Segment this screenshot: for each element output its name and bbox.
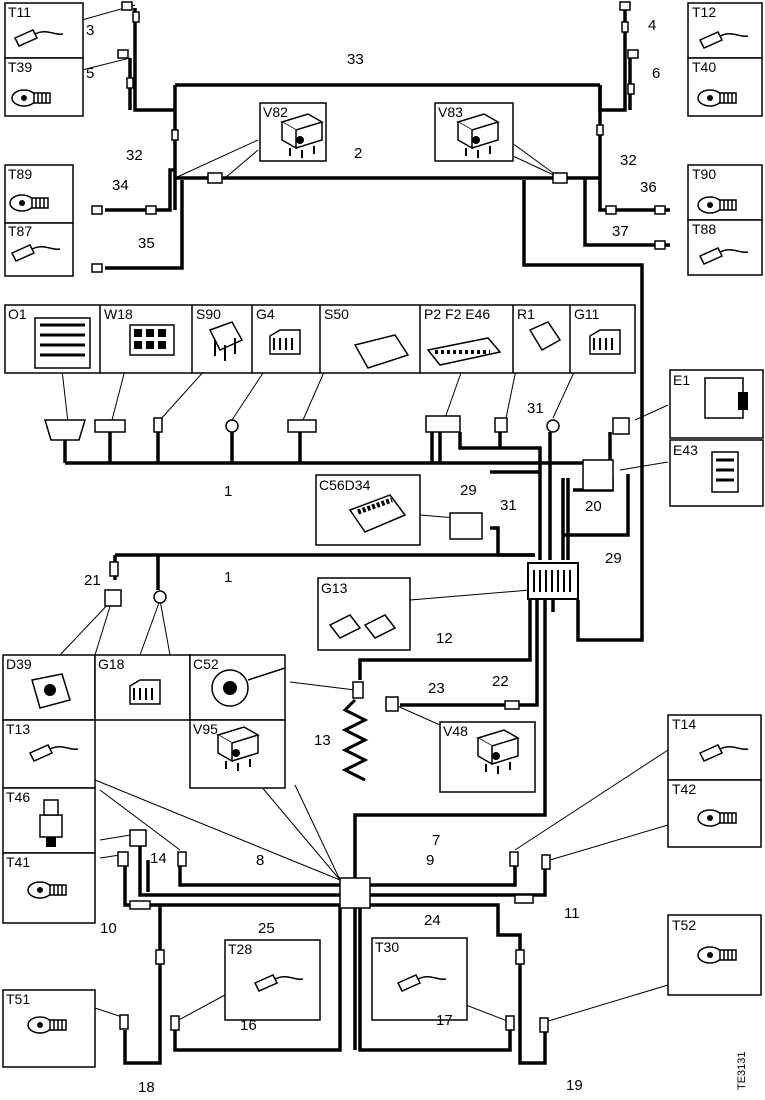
label-g4: G4 <box>256 306 275 322</box>
g13-connector-block <box>527 562 579 600</box>
cable-1-lower: 1 <box>224 569 232 586</box>
cable-36: 36 <box>640 179 657 196</box>
panel-dividers <box>99 305 571 373</box>
label-t52: T52 <box>672 917 696 933</box>
label-t30: T30 <box>375 939 399 955</box>
drawing-id: TE3131 <box>736 1051 748 1090</box>
cable-31-upper: 31 <box>527 400 544 417</box>
cable-11: 11 <box>564 905 580 922</box>
wiring-harness <box>63 8 670 1065</box>
label-t46: T46 <box>6 789 30 805</box>
cable-23: 23 <box>428 680 445 697</box>
cable-32-left: 32 <box>126 147 143 164</box>
cable-4: 4 <box>648 17 656 34</box>
label-t41: T41 <box>6 854 30 870</box>
cable-24: 24 <box>424 912 441 929</box>
cable-17: 17 <box>436 1012 453 1029</box>
label-s50: S50 <box>324 306 349 322</box>
label-t13: T13 <box>6 721 30 737</box>
label-v95: V95 <box>193 721 218 737</box>
component-pictures <box>9 29 749 1034</box>
cable-31-lower: 31 <box>500 497 517 514</box>
cable-22: 22 <box>492 673 509 690</box>
label-v48: V48 <box>443 723 468 739</box>
cable-1-upper: 1 <box>224 483 232 500</box>
cable-numbers: 3 5 4 6 33 2 32 32 34 35 36 37 1 29 31 3… <box>84 17 660 1096</box>
label-e43: E43 <box>673 442 698 458</box>
cable-5: 5 <box>86 65 94 82</box>
label-t87: T87 <box>8 223 32 239</box>
label-t14: T14 <box>672 716 696 732</box>
label-t89: T89 <box>8 166 32 182</box>
label-t11: T11 <box>8 4 31 20</box>
label-t42: T42 <box>672 781 696 797</box>
component-labels: T11 T39 T12 T40 T89 T87 T90 T88 V82 V83 … <box>6 4 716 1007</box>
cable-16: 16 <box>240 1017 257 1034</box>
cable-7: 7 <box>432 832 440 849</box>
cable-34: 34 <box>112 177 129 194</box>
label-t12: T12 <box>692 4 716 20</box>
cable-19: 19 <box>566 1077 583 1094</box>
cable-37: 37 <box>612 223 629 240</box>
label-g11: G11 <box>574 306 600 322</box>
cable-35: 35 <box>138 235 155 252</box>
label-v82: V82 <box>263 104 288 120</box>
label-c52: C52 <box>193 656 219 672</box>
leader-lines <box>59 4 669 1023</box>
cable-2: 2 <box>354 145 362 162</box>
cable-8: 8 <box>256 852 264 869</box>
cable-6: 6 <box>652 65 660 82</box>
label-v83: V83 <box>438 104 463 120</box>
cable-21: 21 <box>84 572 101 589</box>
label-e1: E1 <box>673 372 690 388</box>
label-c56d34: C56D34 <box>319 477 371 493</box>
label-t88: T88 <box>692 221 716 237</box>
cable-29-lower: 29 <box>605 550 622 567</box>
label-s90: S90 <box>196 306 221 322</box>
label-g13: G13 <box>321 580 348 596</box>
cable-13: 13 <box>314 732 331 749</box>
cable-9: 9 <box>426 852 434 869</box>
label-t39: T39 <box>8 59 32 75</box>
cable-32-right: 32 <box>620 152 637 169</box>
label-r1: R1 <box>517 306 535 322</box>
cable-3: 3 <box>86 22 94 39</box>
label-w18: W18 <box>104 306 133 322</box>
cable-33: 33 <box>347 51 364 68</box>
cable-20: 20 <box>585 498 602 515</box>
cable-18: 18 <box>138 1079 155 1096</box>
label-t51: T51 <box>6 991 30 1007</box>
cable-25: 25 <box>258 920 275 937</box>
label-t90: T90 <box>692 166 716 182</box>
label-g18: G18 <box>98 656 125 672</box>
label-d39: D39 <box>6 656 32 672</box>
inline-connectors <box>43 1 666 1033</box>
cable-14: 14 <box>150 850 167 867</box>
label-t28: T28 <box>228 941 252 957</box>
label-t40: T40 <box>692 59 716 75</box>
cable-12: 12 <box>436 630 453 647</box>
cable-10: 10 <box>100 920 117 937</box>
coil-13 <box>341 698 369 782</box>
component-boxes <box>2 2 764 1068</box>
label-p2f2e46: P2 F2 E46 <box>424 306 490 322</box>
label-o1: O1 <box>8 306 27 322</box>
cable-29-upper: 29 <box>460 482 477 499</box>
